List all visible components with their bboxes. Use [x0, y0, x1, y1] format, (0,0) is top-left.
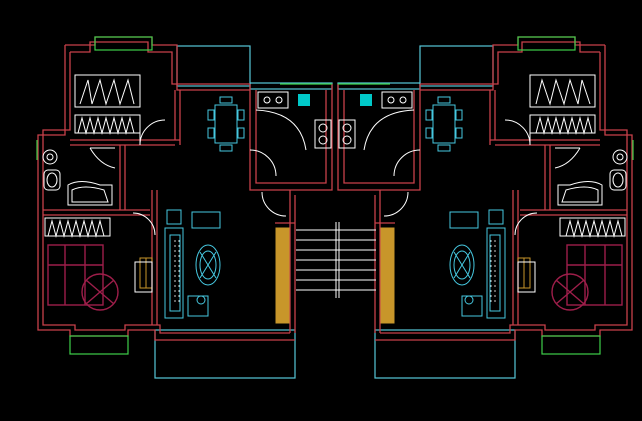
stairwell	[296, 222, 376, 298]
apartment-unit-right	[337, 36, 634, 379]
apartment-unit-left	[36, 36, 333, 379]
